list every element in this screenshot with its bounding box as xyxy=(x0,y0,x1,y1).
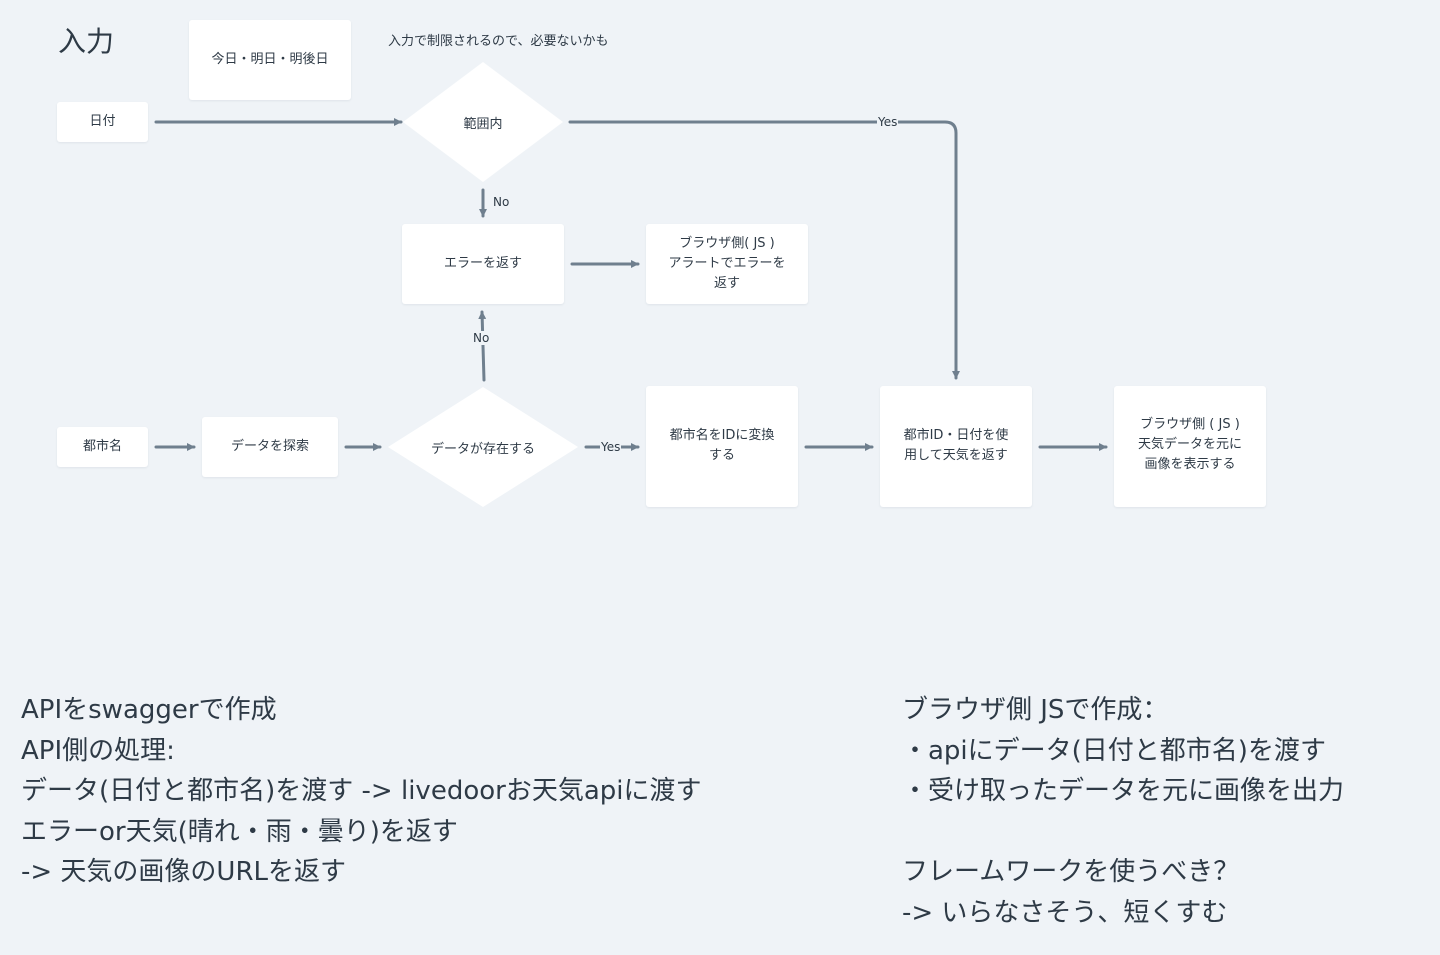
node-browser-alert[interactable]: ブラウザ側( JS ) アラートでエラーを 返す xyxy=(646,224,808,304)
notes-api-line: データ(日付と都市名)を渡す -> livedoorお天気apiに渡す xyxy=(21,776,702,806)
node-return-error[interactable]: エラーを返す xyxy=(402,224,564,304)
edge-label-range-yes: Yes xyxy=(877,115,899,129)
edge-exists-no xyxy=(478,310,487,382)
edge-label-exists-yes: Yes xyxy=(600,440,622,454)
edge-label-range-no: No xyxy=(493,195,510,209)
section-heading: 入力 xyxy=(58,25,115,58)
node-city-to-id[interactable]: 都市名をIDに変換 する xyxy=(646,386,798,507)
notes-api-line: エラーor天気(晴れ・雨・曇り)を返す xyxy=(21,816,458,847)
node-browser-display[interactable]: ブラウザ側 ( JS ) 天気データを元に 画像を表示する xyxy=(1114,386,1266,507)
notes-api-line: API側の処理: xyxy=(21,735,175,766)
notes-browser: ブラウザ側 JSで作成： ・apiにデータ(日付と都市名)を渡す ・受け取ったデ… xyxy=(902,690,1344,933)
node-date-input[interactable]: 日付 xyxy=(57,102,148,142)
diamond-data-exists[interactable] xyxy=(388,387,578,507)
edge-range-yes xyxy=(568,120,960,380)
notes-browser-line: ・apiにデータ(日付と都市名)を渡す xyxy=(902,735,1326,766)
node-in-range-label: 範囲内 xyxy=(463,116,503,132)
annotation-note: 入力で制限されるので、必要ないかも xyxy=(388,34,609,49)
notes-api-line: APIをswaggerで作成 xyxy=(21,695,277,725)
diamond-in-range[interactable] xyxy=(403,62,563,182)
node-date-options[interactable]: 今日・明日・明後日 xyxy=(189,20,351,100)
notes-browser-line: フレームワークを使うべき？ xyxy=(902,857,1240,887)
node-data-exists-label: データが存在する xyxy=(430,441,535,457)
notes-api: APIをswaggerで作成 API側の処理: データ(日付と都市名)を渡す -… xyxy=(21,690,701,893)
notes-browser-line: -> いらなさそう、短くすむ xyxy=(902,897,1228,928)
notes-browser-line: ・受け取ったデータを元に画像を出力 xyxy=(902,776,1345,806)
node-return-weather[interactable]: 都市ID・日付を使 用して天気を返す xyxy=(880,386,1032,507)
node-city-input[interactable]: 都市名 xyxy=(57,427,148,467)
notes-browser-line xyxy=(902,812,1344,853)
notes-browser-line: ブラウザ側 JSで作成： xyxy=(902,695,1169,725)
edge-label-exists-no: No xyxy=(472,331,491,345)
notes-api-line: -> 天気の画像のURLを返す xyxy=(21,857,347,887)
node-search-data[interactable]: データを探索 xyxy=(202,417,338,477)
